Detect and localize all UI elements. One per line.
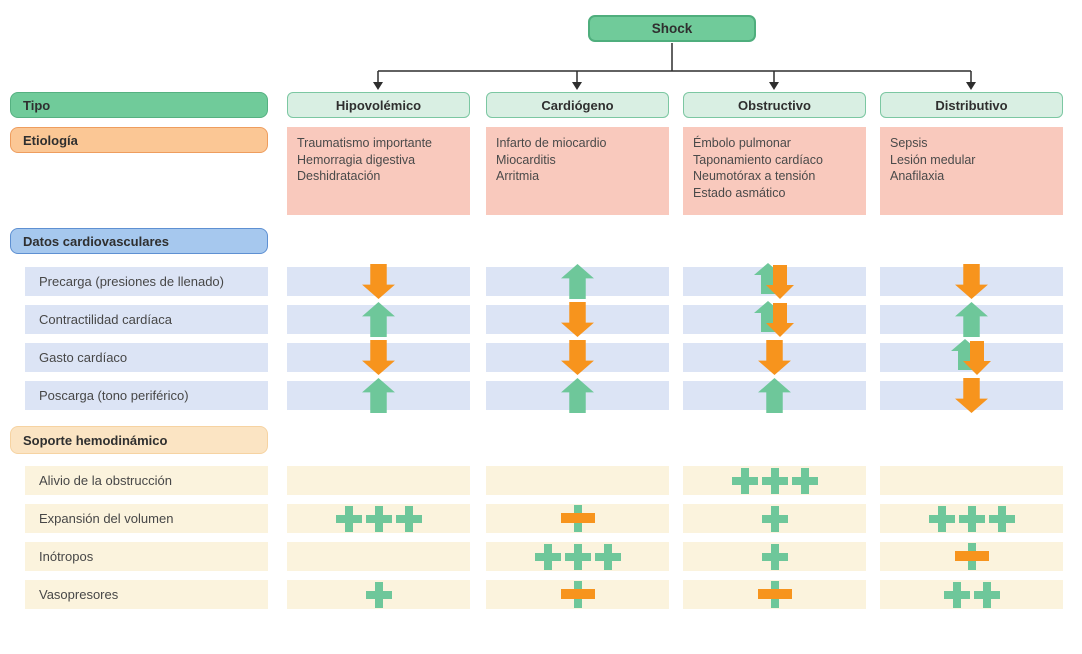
plus-icon bbox=[364, 581, 394, 608]
cardio-cell-1-cardiogeno bbox=[486, 302, 669, 337]
cardio-cell-1-obstructivo bbox=[683, 301, 866, 337]
soporte-cell-3-obstructivo bbox=[683, 580, 866, 609]
plus-icon bbox=[334, 505, 424, 532]
etiologia-box-cardiogeno: Infarto de miocardio Miocarditis Arritmi… bbox=[486, 127, 669, 215]
decrease-arrow-icon bbox=[561, 340, 594, 375]
soporte-cell-0-cardiogeno bbox=[486, 466, 669, 495]
soporte-row-label-3: Vasopresores bbox=[25, 580, 268, 609]
variable-arrow-icon bbox=[754, 262, 795, 301]
variable-arrow-icon bbox=[951, 338, 992, 377]
etiologia-item: Neumotórax a tensión bbox=[693, 169, 816, 183]
cardio-cell-1-distributivo bbox=[880, 302, 1063, 337]
etiologia-box-distributivo: Sepsis Lesión medular Anafilaxia bbox=[880, 127, 1063, 215]
soporte-cell-3-cardiogeno bbox=[486, 580, 669, 609]
plus-icon bbox=[730, 467, 820, 494]
cardio-cell-2-distributivo bbox=[880, 339, 1063, 375]
plus-minus-icon bbox=[954, 543, 990, 570]
soporte-cell-3-distributivo bbox=[880, 580, 1063, 609]
cardio-cell-3-obstructivo bbox=[683, 378, 866, 413]
etiologia-item: Estado asmático bbox=[693, 185, 786, 200]
decrease-arrow-icon bbox=[758, 340, 791, 375]
plus-icon bbox=[927, 505, 1017, 532]
plus-icon bbox=[760, 543, 790, 570]
column-header-distributivo: Distributivo bbox=[880, 92, 1063, 118]
soporte-row-label-2: Inótropos bbox=[25, 542, 268, 571]
etiologia-item: Miocarditis bbox=[496, 152, 556, 167]
connector-tree bbox=[373, 43, 976, 90]
cardio-cell-2-obstructivo bbox=[683, 340, 866, 375]
cardio-cell-2-hipovolemico bbox=[287, 340, 470, 375]
cardio-row-label-3: Poscarga (tono periférico) bbox=[25, 381, 268, 410]
etiologia-item: Arritmia bbox=[496, 169, 540, 183]
etiologia-item: Sepsis bbox=[890, 136, 928, 150]
etiologia-box-obstructivo: Émbolo pulmonar Taponamiento cardíaco Ne… bbox=[683, 127, 866, 215]
decrease-arrow-icon bbox=[561, 302, 594, 337]
plus-icon bbox=[942, 581, 1002, 608]
plus-icon bbox=[533, 543, 623, 570]
arrowhead-icon bbox=[572, 82, 582, 90]
section-header-etiologia: Etiología bbox=[10, 127, 268, 153]
etiologia-item: Deshidratación bbox=[297, 169, 381, 183]
soporte-cell-3-hipovolemico bbox=[287, 580, 470, 609]
etiologia-item: Hemorragia digestiva bbox=[297, 152, 416, 167]
plus-minus-icon bbox=[560, 581, 596, 608]
etiologia-item: Anafilaxia bbox=[890, 169, 945, 183]
increase-arrow-icon bbox=[362, 302, 395, 337]
soporte-cell-2-cardiogeno bbox=[486, 542, 669, 571]
arrowhead-icon bbox=[373, 82, 383, 90]
etiologia-item: Infarto de miocardio bbox=[496, 136, 607, 150]
etiologia-item: Émbolo pulmonar bbox=[693, 136, 791, 150]
arrowhead-icon bbox=[966, 82, 976, 90]
plus-icon bbox=[760, 505, 790, 532]
soporte-cell-1-cardiogeno bbox=[486, 504, 669, 533]
increase-arrow-icon bbox=[561, 378, 594, 413]
increase-arrow-icon bbox=[362, 378, 395, 413]
decrease-arrow-icon bbox=[955, 378, 988, 413]
soporte-cell-0-obstructivo bbox=[683, 466, 866, 495]
cardio-row-label-2: Gasto cardíaco bbox=[25, 343, 268, 372]
soporte-cell-2-obstructivo bbox=[683, 542, 866, 571]
column-header-obstructivo: Obstructivo bbox=[683, 92, 866, 118]
soporte-cell-1-hipovolemico bbox=[287, 504, 470, 533]
etiologia-box-hipovolemico: Traumatismo importante Hemorragia digest… bbox=[287, 127, 470, 215]
increase-arrow-icon bbox=[758, 378, 791, 413]
section-header-tipo: Tipo bbox=[10, 92, 268, 118]
cardio-cell-0-hipovolemico bbox=[287, 264, 470, 299]
arrowhead-icon bbox=[769, 82, 779, 90]
soporte-cell-2-distributivo bbox=[880, 542, 1063, 571]
soporte-cell-1-distributivo bbox=[880, 504, 1063, 533]
increase-arrow-icon bbox=[955, 302, 988, 337]
variable-arrow-icon bbox=[754, 300, 795, 339]
soporte-cell-0-distributivo bbox=[880, 466, 1063, 495]
cardio-cell-3-hipovolemico bbox=[287, 378, 470, 413]
cardio-cell-3-distributivo bbox=[880, 378, 1063, 413]
cardio-cell-0-obstructivo bbox=[683, 263, 866, 299]
soporte-row-label-0: Alivio de la obstrucción bbox=[25, 466, 268, 495]
cardio-row-label-0: Precarga (presiones de llenado) bbox=[25, 267, 268, 296]
cardio-cell-0-distributivo bbox=[880, 264, 1063, 299]
etiologia-item: Lesión medular bbox=[890, 152, 976, 167]
cardio-cell-1-hipovolemico bbox=[287, 302, 470, 337]
column-header-cardiogeno: Cardiógeno bbox=[486, 92, 669, 118]
section-header-soporte-hemodinamico: Soporte hemodinámico bbox=[10, 426, 268, 454]
cardio-cell-3-cardiogeno bbox=[486, 378, 669, 413]
section-header-datos-cardiovasculares: Datos cardiovasculares bbox=[10, 228, 268, 254]
decrease-arrow-icon bbox=[362, 340, 395, 375]
soporte-cell-0-hipovolemico bbox=[287, 466, 470, 495]
increase-arrow-icon bbox=[561, 264, 594, 299]
cardio-cell-2-cardiogeno bbox=[486, 340, 669, 375]
etiologia-item: Traumatismo importante bbox=[297, 136, 432, 150]
plus-minus-icon bbox=[560, 505, 596, 532]
soporte-cell-2-hipovolemico bbox=[287, 542, 470, 571]
cardio-cell-0-cardiogeno bbox=[486, 264, 669, 299]
plus-minus-icon bbox=[757, 581, 793, 608]
shock-root-node: Shock bbox=[588, 15, 756, 42]
column-header-hipovolemico: Hipovolémico bbox=[287, 92, 470, 118]
soporte-cell-1-obstructivo bbox=[683, 504, 866, 533]
decrease-arrow-icon bbox=[362, 264, 395, 299]
soporte-row-label-1: Expansión del volumen bbox=[25, 504, 268, 533]
cardio-row-label-1: Contractilidad cardíaca bbox=[25, 305, 268, 334]
etiologia-item: Taponamiento cardíaco bbox=[693, 152, 823, 167]
decrease-arrow-icon bbox=[955, 264, 988, 299]
